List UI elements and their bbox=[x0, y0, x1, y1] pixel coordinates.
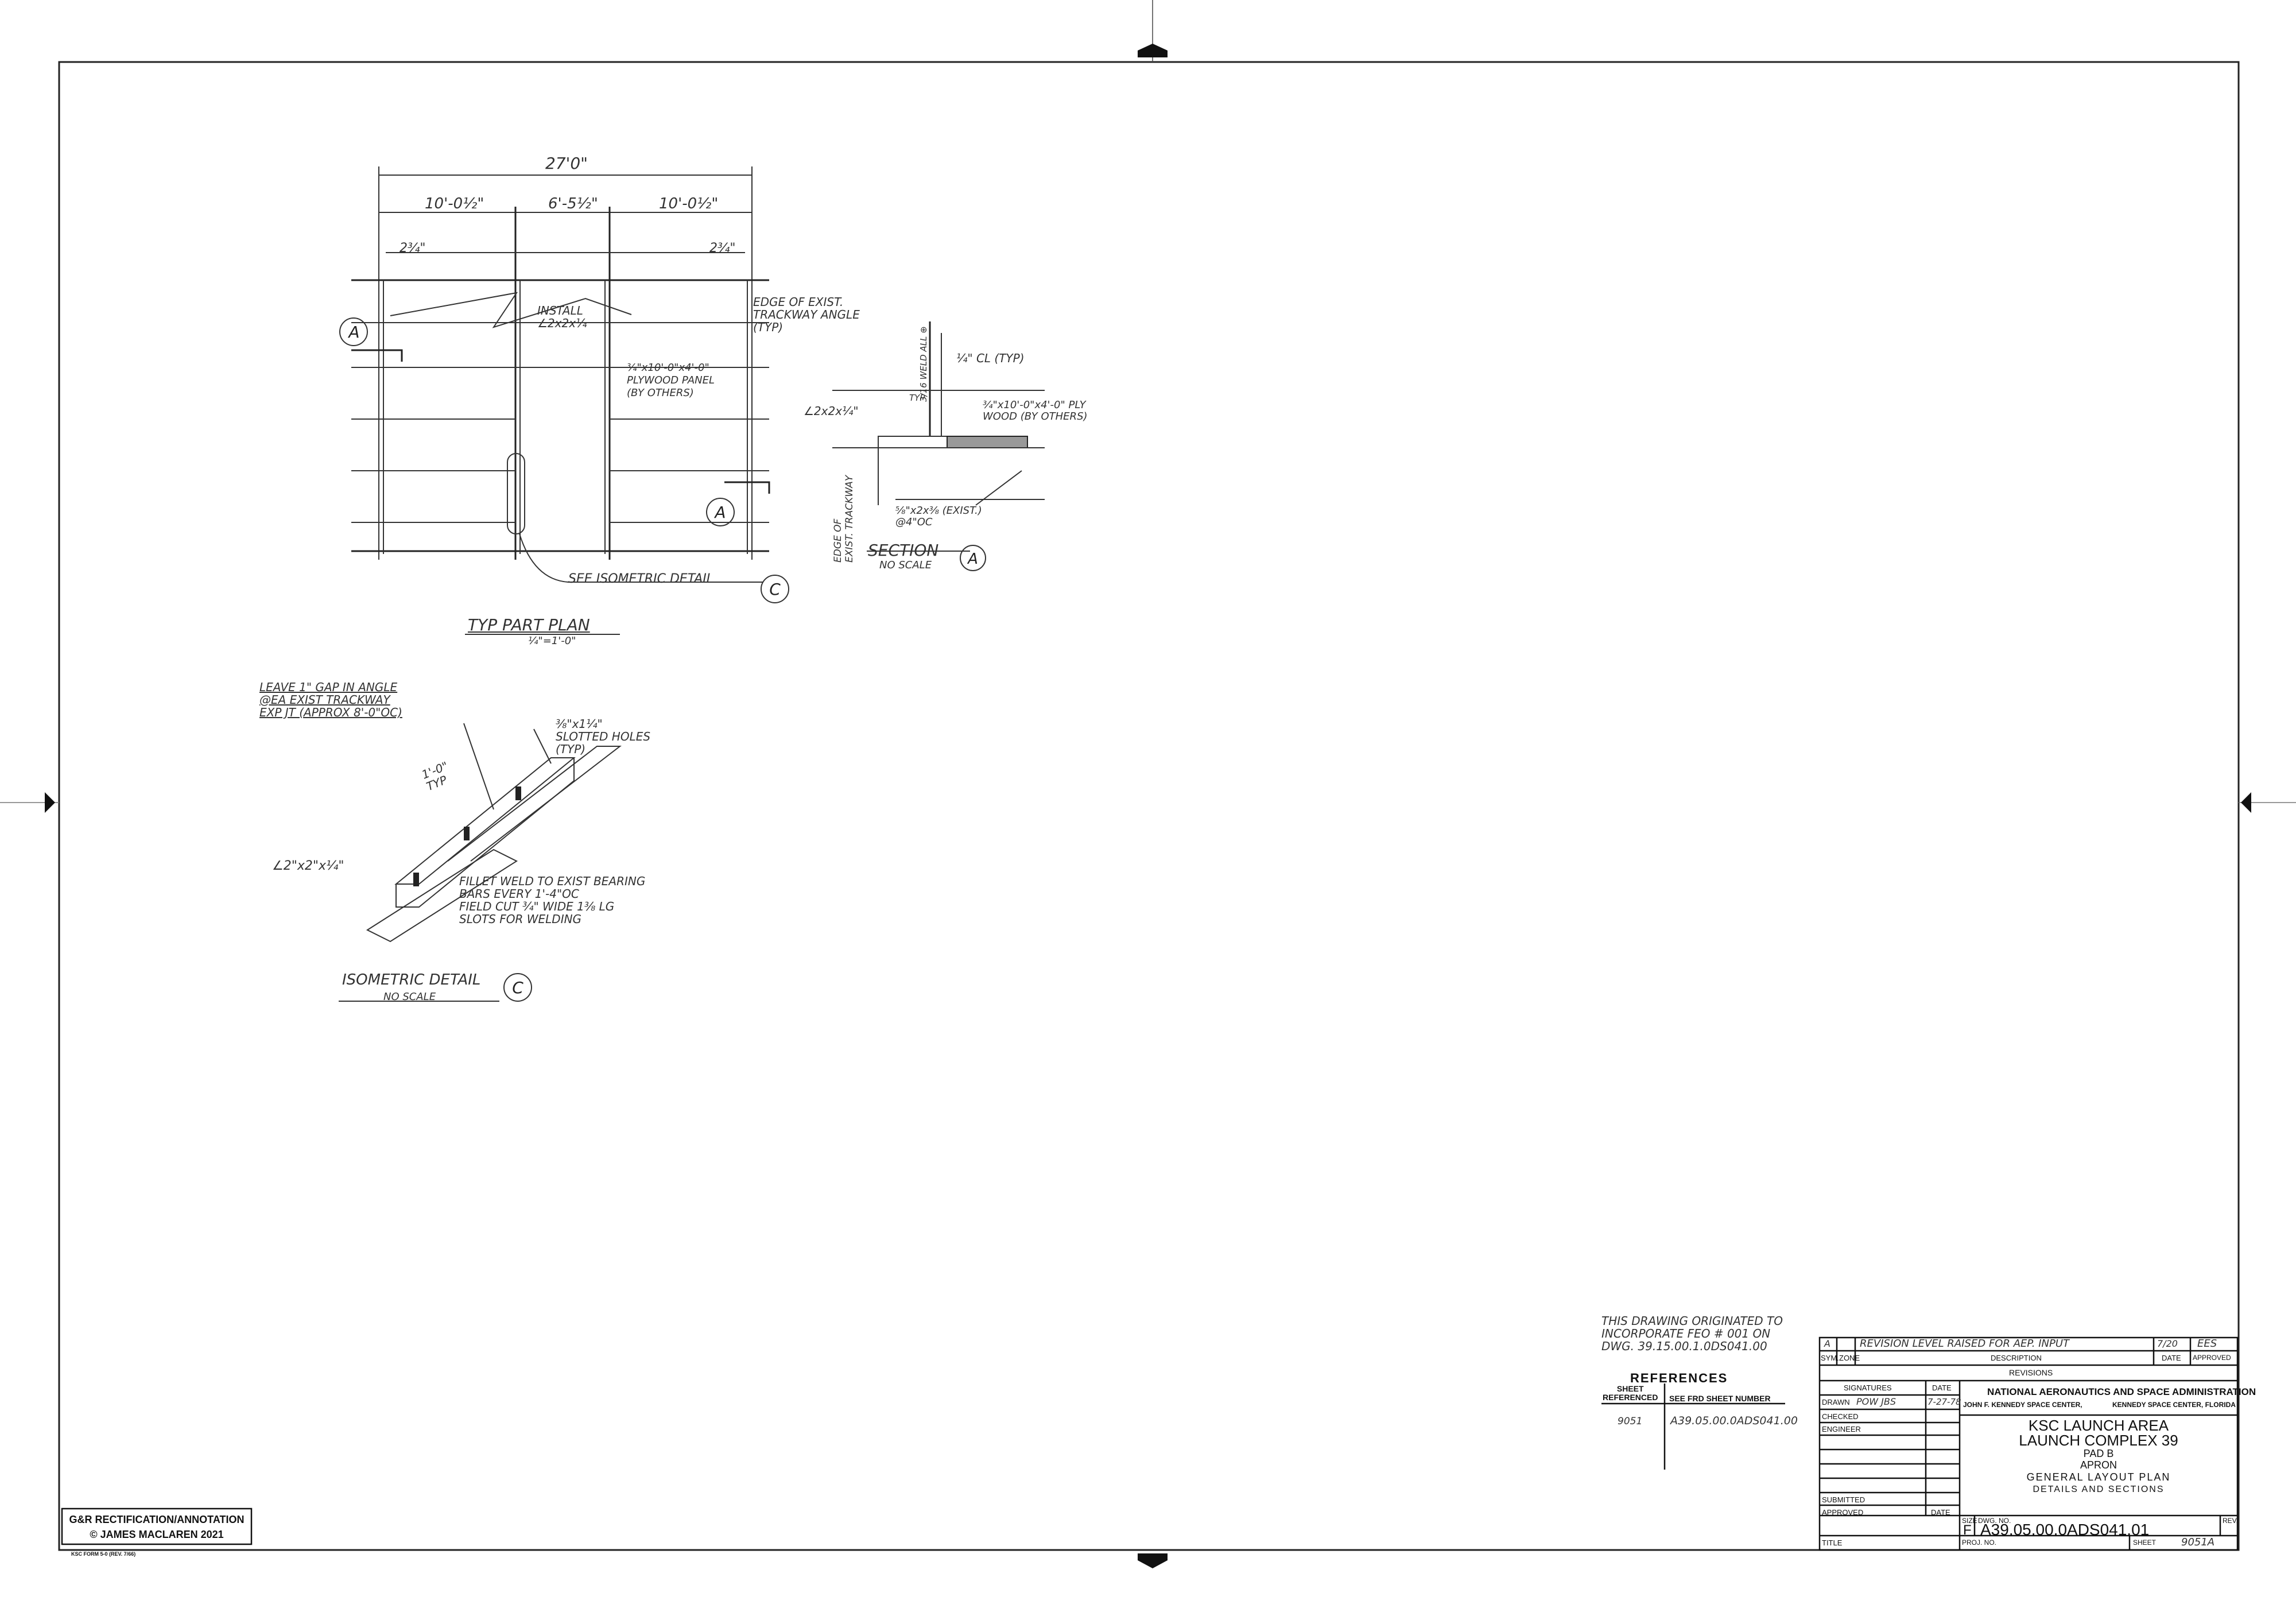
callout-a-circle-1 bbox=[339, 317, 368, 346]
signatures-date-header: DATE bbox=[1932, 1384, 1952, 1392]
references-row-number: A39.05.00.0ADS041.00 bbox=[1670, 1415, 1798, 1427]
engineer-label: ENGINEER bbox=[1822, 1425, 1861, 1433]
drawing-title-block: KSC LAUNCH AREA LAUNCH COMPLEX 39 PAD B … bbox=[1960, 1418, 2237, 1496]
dwg-no-label: DWG. NO. bbox=[1978, 1517, 2011, 1525]
ksc-form-number: KSC FORM 5-0 (REV. 7/66) bbox=[71, 1551, 136, 1557]
revision-date: 7/20 bbox=[2157, 1338, 2178, 1349]
size-value: F bbox=[1963, 1522, 1972, 1538]
references-heading: REFERENCES bbox=[1630, 1371, 1728, 1385]
title-line-5: GENERAL LAYOUT PLAN bbox=[2026, 1471, 2171, 1483]
plan-install-note: INSTALL∠2x2x¼ bbox=[537, 304, 587, 330]
plan-panel-note: ¾"x10'-0"x4'-0"PLYWOOD PANEL(BY OTHERS) bbox=[627, 362, 715, 399]
checked-label: CHECKED bbox=[1822, 1412, 1859, 1421]
plan-dim-middle: 6'-5½" bbox=[548, 195, 598, 212]
plan-edge-right: 2¾" bbox=[709, 241, 736, 255]
dwg-number: A39.05.00.0ADS041.01 bbox=[1980, 1521, 2150, 1539]
typ-part-plan bbox=[339, 166, 789, 635]
signatures-header: SIGNATURES bbox=[1844, 1384, 1892, 1392]
title-line-2: LAUNCH COMPLEX 39 bbox=[2019, 1432, 2178, 1449]
section-scale: NO SCALE bbox=[879, 559, 932, 571]
approved-date-label: DATE bbox=[1931, 1508, 1950, 1517]
plan-edge-left: 2¾" bbox=[400, 241, 426, 255]
title-line-4: APRON bbox=[2080, 1459, 2117, 1471]
title-line-3: PAD B bbox=[2083, 1448, 2114, 1459]
iso-scale: NO SCALE bbox=[383, 991, 436, 1003]
rev-header-sym: SYM. bbox=[1821, 1354, 1839, 1362]
approved-label: APPROVED bbox=[1822, 1508, 1864, 1517]
rev-header-date: DATE bbox=[2162, 1354, 2181, 1362]
rev-header-approved: APPROVED bbox=[2193, 1354, 2231, 1362]
drawn-label: DRAWN bbox=[1822, 1398, 1850, 1406]
section-callout-label: A bbox=[967, 551, 978, 568]
iso-title: ISOMETRIC DETAIL bbox=[342, 971, 481, 989]
section-bearing-note: ⅝"x2x⅜ (EXIST.)@4"OC bbox=[895, 505, 982, 528]
title-line-6: DETAILS AND SECTIONS bbox=[2033, 1485, 2165, 1494]
iso-slotted-holes: ⅜"x1¼"SLOTTED HOLES(TYP) bbox=[556, 717, 651, 756]
title-line-1: KSC LAUNCH AREA bbox=[2028, 1417, 2169, 1434]
plan-scale: ¼"=1'-0" bbox=[528, 635, 576, 647]
isometric-detail-drawing bbox=[339, 723, 622, 1002]
section-cl-note: ¼" CL (TYP) bbox=[956, 351, 1025, 365]
references-col-number: SEE FRD SHEET NUMBER bbox=[1669, 1394, 1771, 1403]
agency-center-left: JOHN F. KENNEDY SPACE CENTER, bbox=[1963, 1401, 2082, 1409]
drawn-date: 7-27-78 bbox=[1927, 1397, 1961, 1407]
revision-description: REVISION LEVEL RAISED FOR AEP. INPUT bbox=[1860, 1338, 2069, 1350]
revision-sym: A bbox=[1824, 1338, 1830, 1349]
revisions-title: REVISIONS bbox=[2009, 1368, 2053, 1377]
registration-mark-left bbox=[0, 792, 59, 813]
submitted-label: SUBMITTED bbox=[1822, 1495, 1865, 1504]
sheet-number: 9051A bbox=[2181, 1536, 2215, 1548]
plan-edge-note: EDGE OF EXIST.TRACKWAY ANGLE(TYP) bbox=[753, 295, 860, 334]
plan-dim-left: 10'-0½" bbox=[425, 195, 484, 212]
proj-no-label: PROJ. NO. bbox=[1962, 1539, 1997, 1547]
agency-center-right: KENNEDY SPACE CENTER, FLORIDA bbox=[2112, 1401, 2236, 1409]
sheet-label: SHEET bbox=[2133, 1539, 2157, 1547]
section-title: SECTION bbox=[868, 541, 939, 560]
agency-name: NATIONAL AERONAUTICS AND SPACE ADMINISTR… bbox=[1987, 1386, 2256, 1397]
section-weld-note: 3/16 WELD ALL ⊕ bbox=[918, 326, 929, 402]
rev-header-description: DESCRIPTION bbox=[1991, 1354, 2042, 1362]
revision-approved: EES bbox=[2197, 1338, 2217, 1350]
title-label: TITLE bbox=[1822, 1539, 1843, 1547]
drawn-value: POW JBS bbox=[1856, 1396, 1896, 1407]
plan-dim-right: 10'-0½" bbox=[659, 195, 719, 212]
rev-label: REV. bbox=[2223, 1517, 2238, 1525]
callout-a-label-2: A bbox=[713, 503, 726, 522]
plan-title: TYP PART PLAN bbox=[468, 615, 590, 634]
plan-overall-dimension: 27'0" bbox=[545, 154, 588, 173]
references-row-sheet: 9051 bbox=[1618, 1416, 1643, 1427]
section-angle: ∠2x2x¼" bbox=[804, 404, 859, 418]
iso-angle: ∠2"x2"x¼" bbox=[272, 859, 344, 873]
callout-a-label-1: A bbox=[347, 323, 359, 342]
registration-mark-top bbox=[1138, 0, 1168, 62]
size-label: SIZE bbox=[1962, 1517, 1977, 1525]
section-a-drawing bbox=[832, 321, 1045, 571]
rev-header-zone: ZONE bbox=[1839, 1354, 1860, 1362]
rectification-stamp: G&R RECTIFICATION/ANNOTATION© JAMES MACL… bbox=[69, 1514, 245, 1540]
callout-a-circle-2 bbox=[706, 498, 735, 526]
registration-mark-right bbox=[2239, 792, 2296, 813]
plan-see-isometric: SEE ISOMETRIC DETAIL bbox=[568, 572, 714, 586]
callout-c-circle-plan bbox=[761, 575, 789, 603]
iso-callout-label: C bbox=[512, 978, 523, 997]
sheet-border bbox=[58, 61, 2240, 1551]
title-block bbox=[61, 1336, 2239, 1551]
registration-mark-bottom bbox=[1138, 1553, 1168, 1568]
callout-c-label-plan: C bbox=[769, 580, 781, 599]
section-typ: TYP bbox=[909, 393, 925, 403]
